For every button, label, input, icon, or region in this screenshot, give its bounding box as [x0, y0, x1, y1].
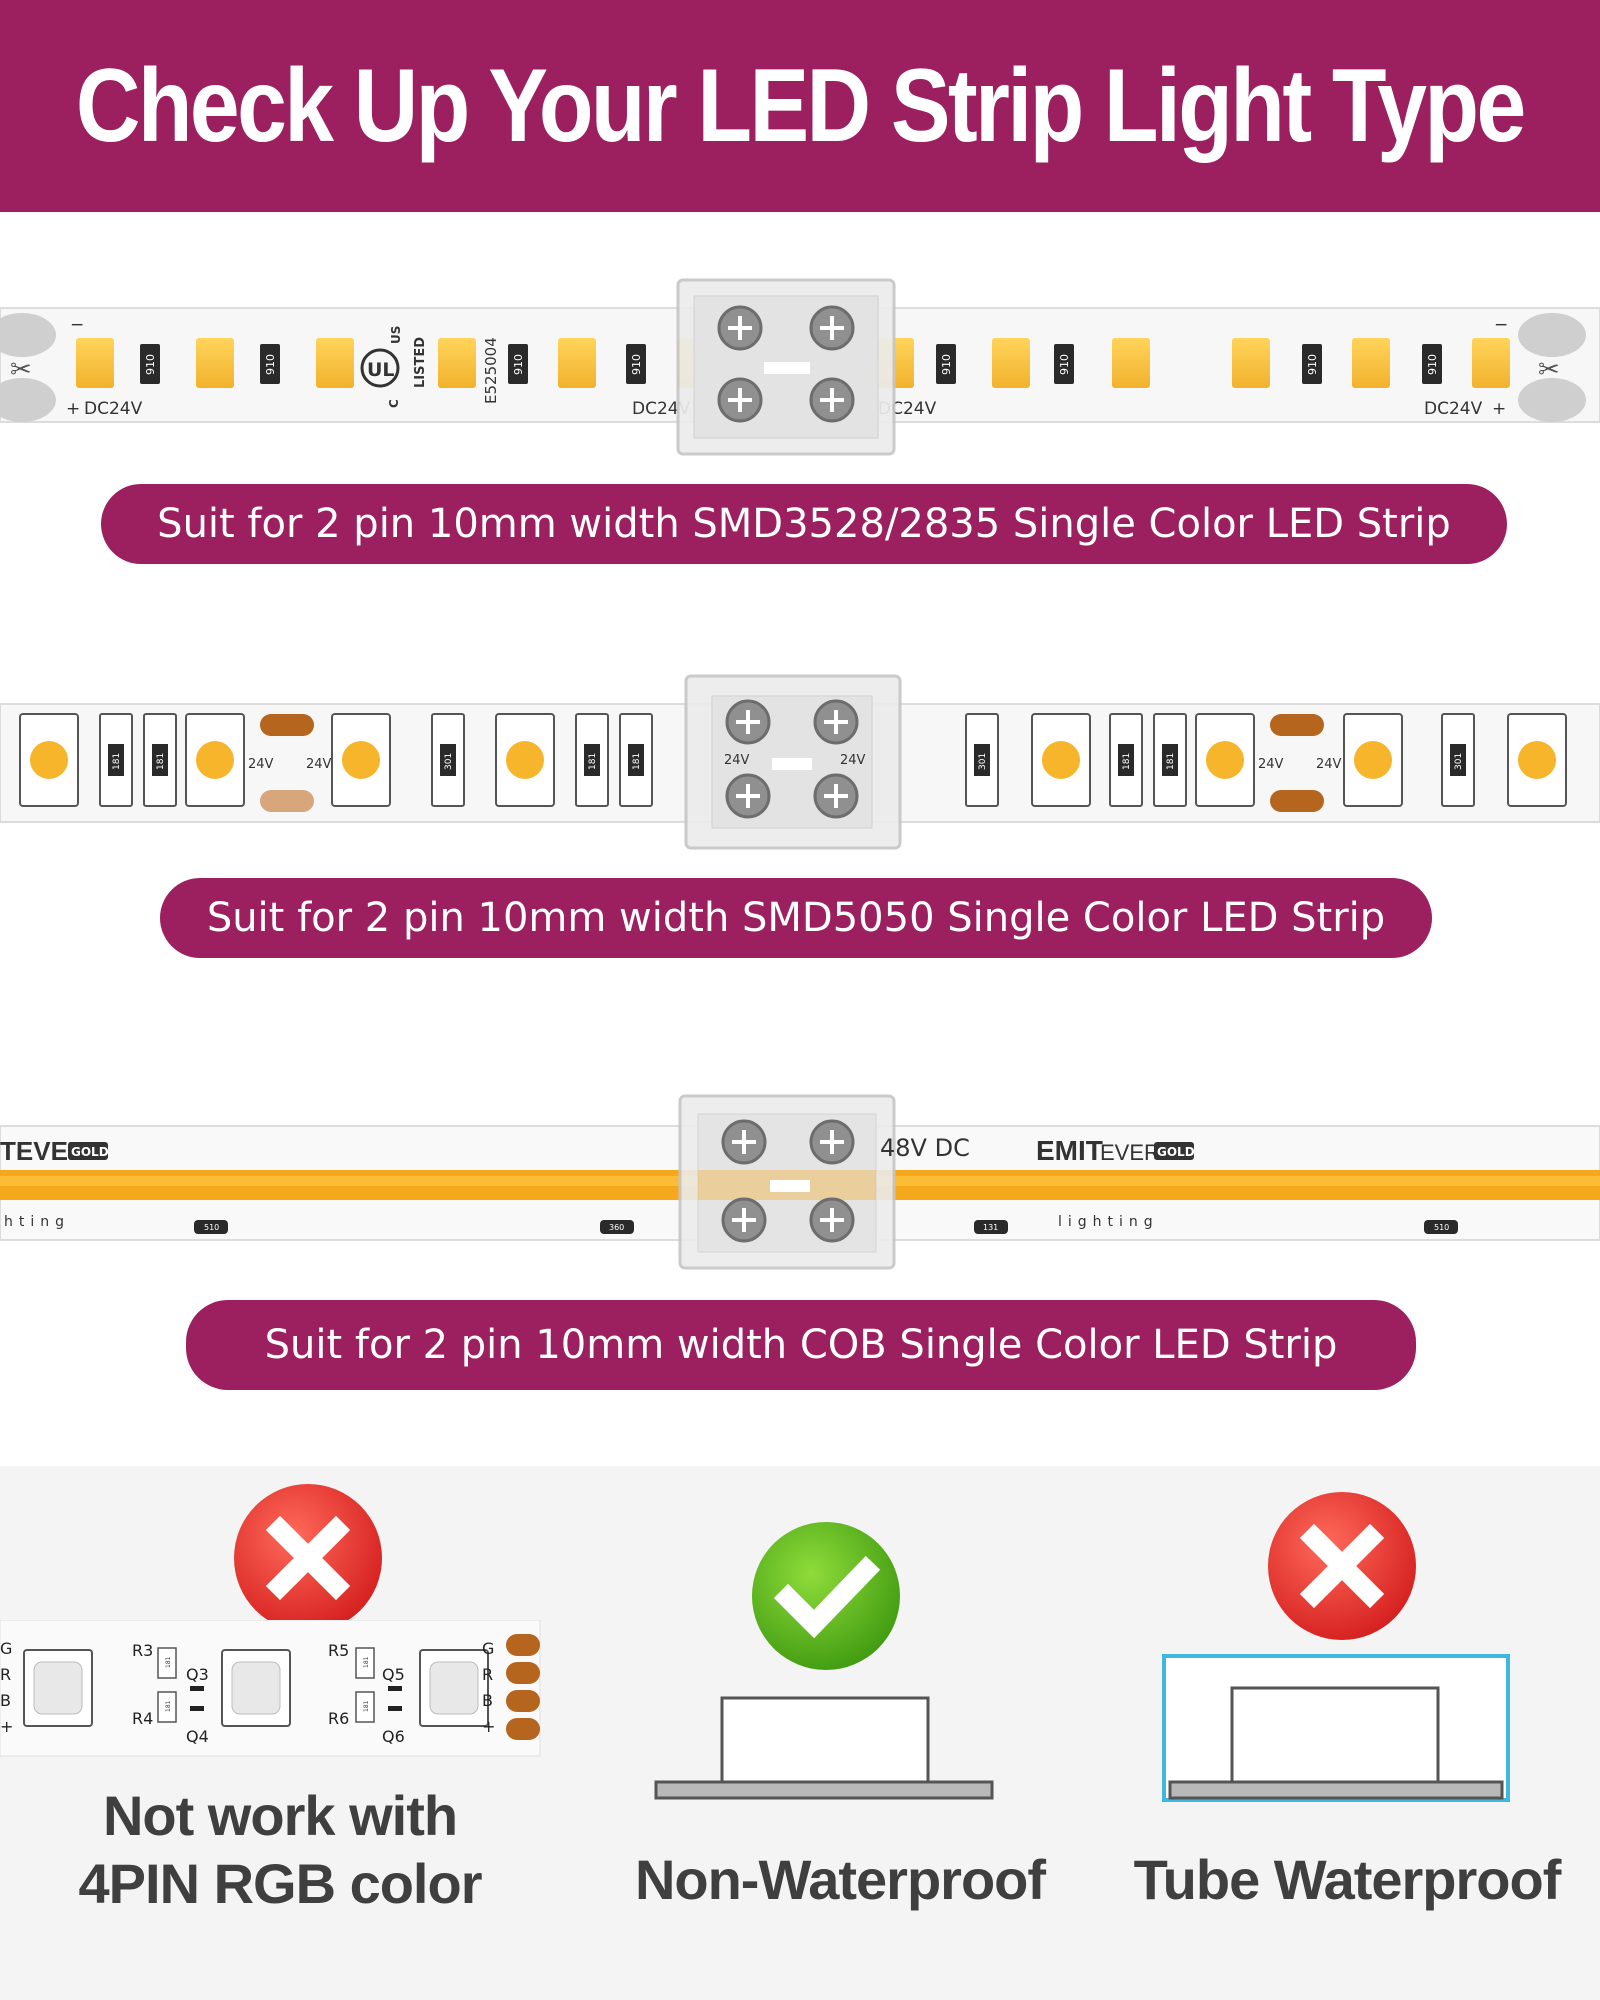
svg-text:LISTED: LISTED [413, 337, 428, 388]
svg-text:24V: 24V [306, 757, 332, 772]
svg-text:EMIT: EMIT [1036, 1135, 1103, 1166]
svg-text:24V: 24V [1258, 757, 1284, 772]
cross-icon [1268, 1492, 1416, 1640]
smd3528-strip-image: ✂ ✂ 910 9 [0, 278, 1600, 456]
svg-text:301: 301 [1454, 753, 1464, 770]
svg-text:510: 510 [204, 1223, 219, 1232]
svg-text:24V: 24V [1316, 757, 1342, 772]
svg-text:−: − [70, 315, 84, 335]
page-title: Check Up Your LED Strip Light Type [76, 47, 1526, 164]
smd5050-strip-image: 181 181 301 181 181 301 181 181 301 24V … [0, 674, 1600, 850]
svg-text:E525004: E525004 [482, 337, 500, 404]
svg-text:GOLD: GOLD [71, 1145, 109, 1159]
non-waterproof-profile-diagram [654, 1696, 994, 1800]
svg-text:910: 910 [940, 354, 953, 375]
svg-text:hting: hting [4, 1214, 70, 1230]
cob-strip-image: TEVER GOLD hting EMIT EVER GOLD lighting… [0, 1094, 1600, 1270]
ul-listed-mark: UL LISTED US C E525004 [360, 326, 500, 408]
svg-text:GOLD: GOLD [1157, 1145, 1195, 1159]
svg-text:181: 181 [165, 1656, 172, 1668]
svg-text:US: US [389, 326, 403, 344]
svg-text:G: G [0, 1639, 12, 1658]
svg-text:910: 910 [630, 354, 643, 375]
caption-non-waterproof: Non-Waterproof [634, 1848, 1046, 1911]
svg-text:181: 181 [363, 1700, 370, 1712]
check-icon [752, 1522, 900, 1670]
svg-text:24V: 24V [724, 753, 750, 768]
svg-text:910: 910 [1426, 354, 1439, 375]
scissors-icon: ✂ [1538, 355, 1560, 385]
svg-text:910: 910 [1306, 354, 1319, 375]
svg-text:360: 360 [609, 1223, 624, 1232]
svg-text:UL: UL [367, 359, 395, 381]
svg-text:181: 181 [363, 1656, 370, 1668]
svg-text:181: 181 [1166, 753, 1176, 770]
svg-text:EVER: EVER [1100, 1140, 1160, 1165]
svg-text:R6: R6 [328, 1709, 349, 1728]
svg-text:B: B [0, 1691, 11, 1710]
svg-text:B: B [482, 1691, 493, 1710]
svg-text:R3: R3 [132, 1641, 153, 1660]
svg-text:C: C [387, 399, 401, 408]
strip-section-cob: TEVER GOLD hting EMIT EVER GOLD lighting… [0, 1090, 1600, 1410]
strip-section-smd3528: ✂ ✂ 910 9 [0, 270, 1600, 570]
svg-text:R: R [482, 1665, 493, 1684]
svg-text:181: 181 [112, 753, 122, 770]
svg-text:DC24V: DC24V [1424, 399, 1483, 419]
svg-text:+: + [1492, 399, 1506, 419]
svg-text:301: 301 [444, 753, 454, 770]
compat-pill-cob: Suit for 2 pin 10mm width COB Single Col… [186, 1300, 1416, 1390]
svg-text:+: + [482, 1717, 495, 1736]
caption-rgb: Not work with 4PIN RGB color [78, 1784, 483, 1915]
svg-text:131: 131 [983, 1223, 998, 1232]
compatibility-panel: 181 181 181 181 G R B + G R B + R3 Q3 R4… [0, 1466, 1600, 2000]
svg-text:Q6: Q6 [382, 1727, 405, 1746]
header-banner: Check Up Your LED Strip Light Type [0, 0, 1600, 212]
rgb-strip-image: 181 181 181 181 G R B + G R B + R3 Q3 R4… [0, 1620, 541, 1757]
svg-text:910: 910 [264, 354, 277, 375]
svg-text:910: 910 [1058, 354, 1071, 375]
svg-text:24V: 24V [248, 757, 274, 772]
svg-text:+: + [66, 399, 80, 419]
strip-connector [676, 278, 896, 456]
strip-section-smd5050: 181 181 301 181 181 301 181 181 301 24V … [0, 670, 1600, 970]
svg-text:G: G [482, 1639, 494, 1658]
svg-text:910: 910 [512, 354, 525, 375]
svg-text:181: 181 [632, 753, 642, 770]
svg-text:181: 181 [165, 1700, 172, 1712]
svg-text:Q5: Q5 [382, 1665, 405, 1684]
svg-text:R4: R4 [132, 1709, 153, 1728]
svg-text:lighting: lighting [1058, 1214, 1159, 1230]
svg-text:DC24V: DC24V [632, 399, 691, 419]
tube-waterproof-profile-diagram [1162, 1654, 1510, 1802]
strip-connector [678, 1094, 896, 1270]
svg-text:48V DC: 48V DC [880, 1134, 970, 1162]
svg-text:+: + [0, 1717, 13, 1736]
svg-text:DC24V: DC24V [84, 399, 143, 419]
svg-text:910: 910 [144, 354, 157, 375]
svg-text:510: 510 [1434, 1223, 1449, 1232]
svg-text:Q4: Q4 [186, 1727, 209, 1746]
svg-text:R: R [0, 1665, 11, 1684]
compat-pill-smd5050: Suit for 2 pin 10mm width SMD5050 Single… [160, 878, 1432, 958]
compat-pill-smd3528: Suit for 2 pin 10mm width SMD3528/2835 S… [101, 484, 1507, 564]
svg-text:−: − [1494, 315, 1508, 335]
caption-tube-waterproof: Tube Waterproof [1133, 1848, 1562, 1911]
svg-text:24V: 24V [840, 753, 866, 768]
cross-icon [234, 1484, 382, 1632]
svg-text:301: 301 [978, 753, 988, 770]
svg-text:181: 181 [588, 753, 598, 770]
svg-text:181: 181 [1122, 753, 1132, 770]
svg-text:Q3: Q3 [186, 1665, 209, 1684]
svg-text:181: 181 [156, 753, 166, 770]
strip-connector: 24V 24V [684, 674, 902, 850]
scissors-icon: ✂ [10, 355, 32, 385]
svg-text:R5: R5 [328, 1641, 349, 1660]
